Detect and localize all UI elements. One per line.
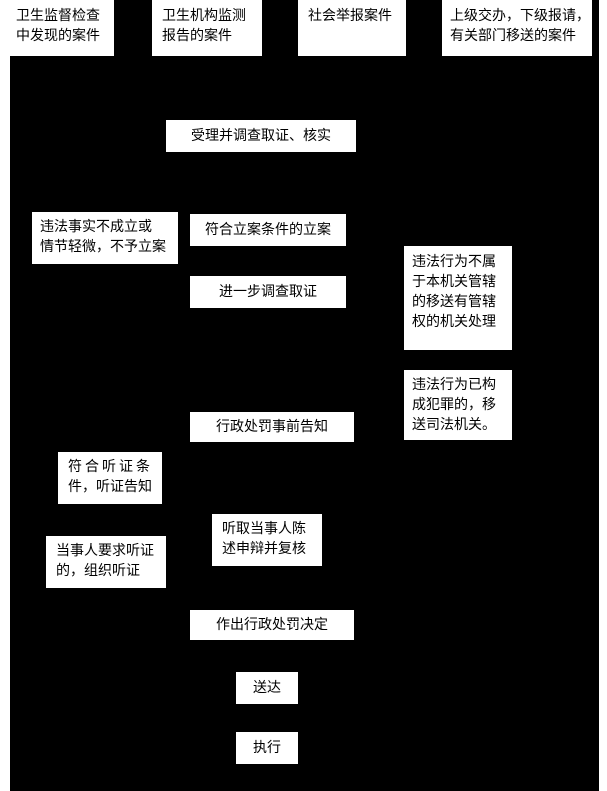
- delivery-box: 送达: [236, 672, 298, 704]
- decision-label: 作出行政处罚决定: [216, 617, 328, 633]
- prior-notice-label: 行政处罚事前告知: [216, 419, 328, 435]
- transfer-authority-line-4: 权的机关处理: [412, 314, 496, 330]
- source-referral-box: 上级交办，下级报请， 有关部门移送的案件: [442, 0, 592, 56]
- file-case-label: 符合立案条件的立案: [205, 222, 331, 238]
- not-filed-box: 违法事实不成立或 情节轻微，不予立案: [32, 212, 178, 264]
- further-investigation-box: 进一步调查取证: [190, 276, 346, 308]
- statement-review-box: 听取当事人陈 述申辩并复核: [212, 514, 322, 566]
- source-report-line-1: 社会举报案件: [308, 8, 392, 24]
- source-monitoring-box: 卫生机构监测 报告的案件: [152, 0, 262, 56]
- transfer-authority-line-3: 的移送有管辖: [412, 294, 496, 310]
- delivery-label: 送达: [253, 680, 281, 696]
- source-report-box: 社会举报案件: [298, 0, 406, 56]
- hearing-notice-line-2: 件，听证告知: [68, 479, 152, 495]
- execution-label: 执行: [253, 740, 281, 756]
- source-inspection-box: 卫生监督检查 中发现的案件: [10, 0, 114, 56]
- statement-review-line-1: 听取当事人陈: [222, 521, 306, 537]
- hearing-notice-line-1: 符合听证条: [68, 459, 153, 475]
- transfer-judicial-line-1: 违法行为已构: [412, 377, 496, 393]
- organize-hearing-line-1: 当事人要求听证: [56, 543, 154, 559]
- accept-investigate-box: 受理并调查取证、核实: [166, 120, 356, 152]
- decision-box: 作出行政处罚决定: [190, 610, 354, 640]
- transfer-judicial-line-2: 成犯罪的，移: [412, 397, 496, 413]
- source-inspection-line-1: 卫生监督检查: [16, 8, 100, 24]
- execution-box: 执行: [236, 732, 298, 764]
- hearing-notice-box: 符合听证条 件，听证告知: [58, 452, 162, 504]
- source-inspection-line-2: 中发现的案件: [16, 28, 100, 44]
- not-filed-line-1: 违法事实不成立或: [40, 219, 152, 235]
- source-monitoring-line-1: 卫生机构监测: [162, 8, 246, 24]
- transfer-judicial-line-3: 送司法机关。: [412, 417, 496, 433]
- statement-review-line-2: 述申辩并复核: [222, 541, 306, 557]
- transfer-authority-box: 违法行为不属 于本机关管辖 的移送有管辖 权的机关处理: [404, 246, 512, 350]
- flowchart-canvas: 卫生监督检查 中发现的案件 卫生机构监测 报告的案件 社会举报案件 上级交办，下…: [10, 0, 599, 791]
- organize-hearing-box: 当事人要求听证 的，组织听证: [46, 536, 166, 588]
- file-case-box: 符合立案条件的立案: [190, 214, 346, 246]
- source-monitoring-line-2: 报告的案件: [162, 28, 232, 44]
- not-filed-line-2: 情节轻微，不予立案: [40, 239, 166, 255]
- transfer-authority-line-2: 于本机关管辖: [412, 274, 496, 290]
- accept-investigate-label: 受理并调查取证、核实: [191, 128, 331, 144]
- transfer-judicial-box: 违法行为已构 成犯罪的，移 送司法机关。: [404, 370, 512, 440]
- prior-notice-box: 行政处罚事前告知: [190, 412, 354, 442]
- organize-hearing-line-2: 的，组织听证: [56, 563, 140, 579]
- source-referral-line-1: 上级交办，下级报请，: [450, 8, 590, 24]
- source-referral-line-2: 有关部门移送的案件: [450, 28, 576, 44]
- transfer-authority-line-1: 违法行为不属: [412, 254, 496, 270]
- further-investigation-label: 进一步调查取证: [219, 284, 317, 300]
